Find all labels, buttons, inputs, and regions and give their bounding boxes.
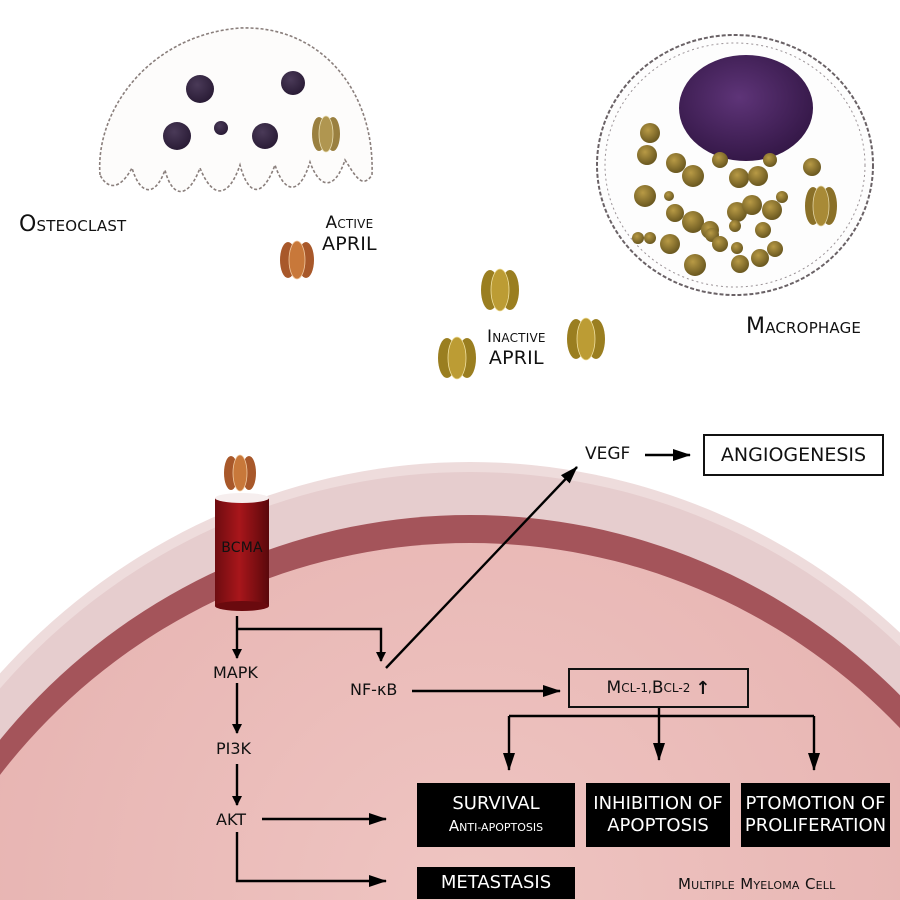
granule <box>632 232 644 244</box>
mapk-node: MAPK <box>213 663 258 682</box>
granule <box>727 202 747 222</box>
vegf-node: VEGF <box>585 444 631 464</box>
inactive-april-icon <box>438 336 476 380</box>
inactive-april-icon <box>481 268 519 312</box>
survival-box: SURVIVAL ANTI-APOPTOSIS <box>417 783 575 847</box>
inhibition-of-apoptosis-box: INHIBITION OF APOPTOSIS <box>586 783 730 847</box>
akt-node: AKT <box>216 810 246 829</box>
osteoclast-cell <box>98 27 373 193</box>
granule <box>731 242 743 254</box>
granule <box>763 153 777 167</box>
granule <box>682 165 704 187</box>
inactive-april-icon <box>567 317 605 361</box>
osteoclast-nucleus <box>186 75 214 103</box>
myeloma-cell-label: MULTIPLE MYELOMA CELL <box>678 875 836 893</box>
granule <box>640 123 660 143</box>
granule <box>729 220 741 232</box>
granule <box>751 249 769 267</box>
granule <box>731 255 749 273</box>
arrow-bcma-to-nfkb <box>237 627 386 662</box>
granule <box>712 152 728 168</box>
granule <box>803 158 821 176</box>
granule <box>664 191 674 201</box>
granule <box>729 168 749 188</box>
pathway-arrows <box>232 449 820 887</box>
nfkb-node: NF-κB <box>350 680 398 699</box>
angiogenesis-box: ANGIOGENESIS <box>703 434 884 476</box>
arrow-akt-to-metastasis <box>235 832 387 887</box>
osteoclast-nucleus <box>163 122 191 150</box>
up-arrow-icon: ↑ <box>695 677 711 699</box>
bcma-receptor <box>215 493 269 611</box>
granule <box>637 145 657 165</box>
pi3k-node: PI3K <box>216 739 252 758</box>
osteoclast-nucleus <box>252 123 278 149</box>
inactive-april-label: INACTIVE APRIL <box>487 327 546 369</box>
osteoclast-nucleus <box>214 121 228 135</box>
active-april-label: ACTIVE APRIL <box>322 213 377 255</box>
osteoclast-nucleus <box>281 71 305 95</box>
granule <box>776 191 788 203</box>
granule <box>644 232 656 244</box>
promotion-of-proliferation-box: PTOMOTION OF PROLIFERATION <box>741 783 890 847</box>
granule <box>755 222 771 238</box>
metastasis-box: METASTASIS <box>417 867 575 899</box>
osteoclast-membrane <box>98 27 373 193</box>
granule <box>666 153 686 173</box>
granule <box>660 234 680 254</box>
granule <box>762 200 782 220</box>
granule <box>742 195 762 215</box>
granule <box>634 185 656 207</box>
april-trimer-icon <box>312 115 340 153</box>
granule <box>684 254 706 276</box>
granule <box>666 204 684 222</box>
granule <box>712 236 728 252</box>
granule <box>748 166 768 186</box>
bound-april-icon <box>224 454 256 492</box>
macrophage-cell <box>596 34 874 296</box>
april-trimer-icon <box>805 185 837 227</box>
bcma-label: BCMA <box>221 540 263 556</box>
active-april-icon <box>280 240 314 280</box>
osteoclast-label: OSTEOCLAST <box>19 212 127 237</box>
granule <box>767 241 783 257</box>
macrophage-label: MACROPHAGE <box>746 314 862 339</box>
arrow-nfkb-to-vegf <box>385 466 578 669</box>
macrophage-nucleus <box>679 55 813 161</box>
granule <box>682 211 704 233</box>
macrophage-granules <box>632 123 821 276</box>
